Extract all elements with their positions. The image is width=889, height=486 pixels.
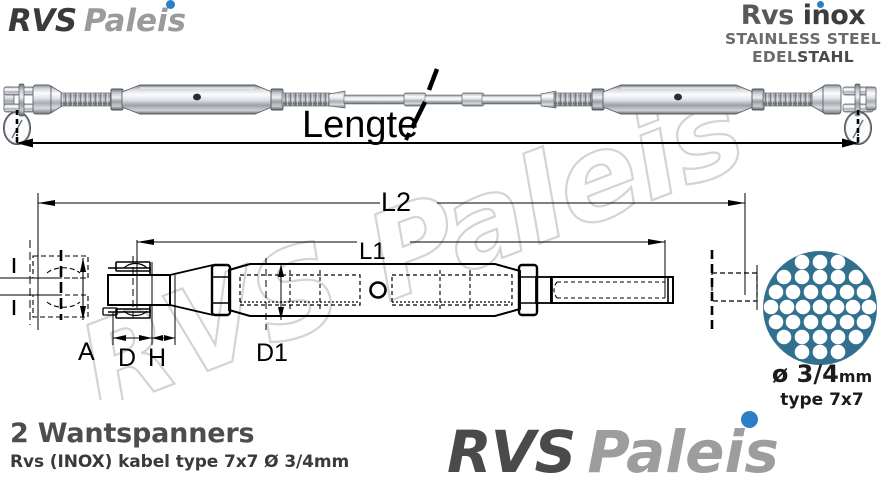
a-dimension: [59, 250, 86, 320]
left-unit-nut: [270, 88, 284, 111]
brand-rvs-text-large: RVS: [447, 418, 576, 486]
turnbuckle-photo-assembly: [3, 68, 877, 148]
label-a: A: [78, 338, 95, 366]
brand-dot-icon: [166, 0, 176, 9]
label-h: H: [148, 344, 167, 372]
turnbuckle-body-drawing: [228, 263, 521, 317]
jaw-body-drawing: [102, 256, 214, 322]
product-title: 2 Wantspanners: [10, 418, 255, 449]
cable-end-block-drawing: [710, 250, 758, 330]
cable-type-label: type 7x7: [780, 390, 864, 410]
inox-dot-icon: [816, 1, 824, 8]
technical-dimension-drawing: [0, 193, 758, 345]
inox-logo-line2: STAINLESS STEEL: [724, 30, 881, 48]
left-eye-outline: [0, 240, 60, 325]
cross-section-strands: [763, 254, 877, 360]
label-d1: D1: [256, 339, 288, 367]
label-l1: L1: [359, 238, 386, 265]
brand-paleis-text-large: Paleis: [587, 411, 779, 486]
left-hex-nut-drawing: [210, 263, 232, 317]
product-subtitle: Rvs (INOX) kabel type 7x7 Ø 3/4mm: [10, 452, 350, 473]
label-lengte: Lengte: [302, 104, 419, 146]
cable-cross-section-diagram: [763, 251, 877, 365]
cable-cross-section-caption: ø 3/4mm type 7x7: [752, 360, 889, 410]
left-jaw-terminal: [3, 83, 124, 145]
cable-diameter-label: ø 3/4mm: [771, 360, 873, 388]
brand-dot-icon-large: [740, 411, 758, 428]
right-hex-nut-drawing: [517, 263, 674, 317]
left-turnbuckle-body: [121, 84, 273, 115]
lengte-dimension-line: [16, 134, 859, 148]
brand-paleis-text: Paleis: [84, 0, 186, 39]
right-turnbuckle-body: [540, 84, 814, 115]
brand-rvs-text: RVS: [8, 3, 77, 39]
label-d: D: [118, 344, 137, 372]
inox-logo-line3: EDELSTAHL: [751, 47, 854, 66]
d1-dimension: [265, 258, 284, 330]
right-jaw-terminal: [811, 83, 877, 145]
label-l2: L2: [381, 187, 412, 217]
product-description-block: 2 Wantspanners Rvs (INOX) kabel type 7x7…: [10, 418, 350, 473]
